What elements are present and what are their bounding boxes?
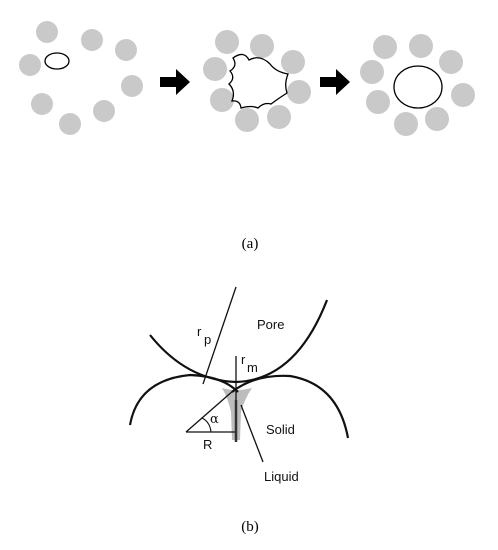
particle [373, 35, 397, 59]
particle [250, 34, 274, 58]
small-pore [44, 52, 70, 70]
R-label: R [203, 437, 212, 452]
angle-line [185, 389, 235, 433]
particle [394, 112, 418, 136]
liquid-leader-line [240, 404, 264, 463]
pore-label: Pore [257, 317, 284, 332]
panel-a-caption: (a) [242, 236, 259, 252]
particle [366, 90, 390, 114]
large-pore [393, 65, 443, 109]
particle [425, 107, 449, 131]
panel-a: (a) [19, 21, 475, 252]
alpha-label: α [210, 412, 219, 427]
particle [19, 54, 41, 76]
particle [281, 50, 305, 74]
rp-subscript: p [204, 332, 211, 347]
particle [93, 100, 115, 122]
particle [287, 80, 311, 104]
rp-radius-line [202, 286, 237, 385]
rm-label: r [241, 352, 246, 367]
particle [210, 88, 234, 112]
solid-particle-left [128, 373, 239, 426]
particle [59, 113, 81, 135]
particle [235, 108, 259, 132]
particle [409, 34, 433, 58]
arrow-icon [320, 69, 350, 95]
stage-2-cluster [203, 30, 311, 132]
particle [31, 93, 53, 115]
particle [360, 60, 384, 84]
particle [81, 29, 103, 51]
liquid-label: Liquid [264, 469, 299, 484]
panel-b: r p Pore r m α Solid R Liquid (b) [128, 286, 350, 535]
rp-label: r [197, 324, 202, 339]
pore-boundary [149, 299, 329, 384]
particle [267, 105, 291, 129]
particle [439, 50, 463, 74]
particle [215, 30, 239, 54]
angle-arc [201, 417, 212, 433]
particle [115, 39, 137, 61]
particle [121, 75, 143, 97]
particle [36, 21, 58, 43]
irregular-pore [228, 53, 289, 109]
solid-label: Solid [266, 422, 295, 437]
rm-subscript: m [247, 360, 258, 375]
solid-particle-right [231, 374, 350, 439]
particle [451, 83, 475, 107]
arrow-icon [160, 69, 190, 95]
particle [203, 57, 227, 81]
panel-b-caption: (b) [241, 519, 259, 535]
stage-1-cluster [19, 21, 143, 135]
stage-3-cluster [360, 34, 475, 136]
